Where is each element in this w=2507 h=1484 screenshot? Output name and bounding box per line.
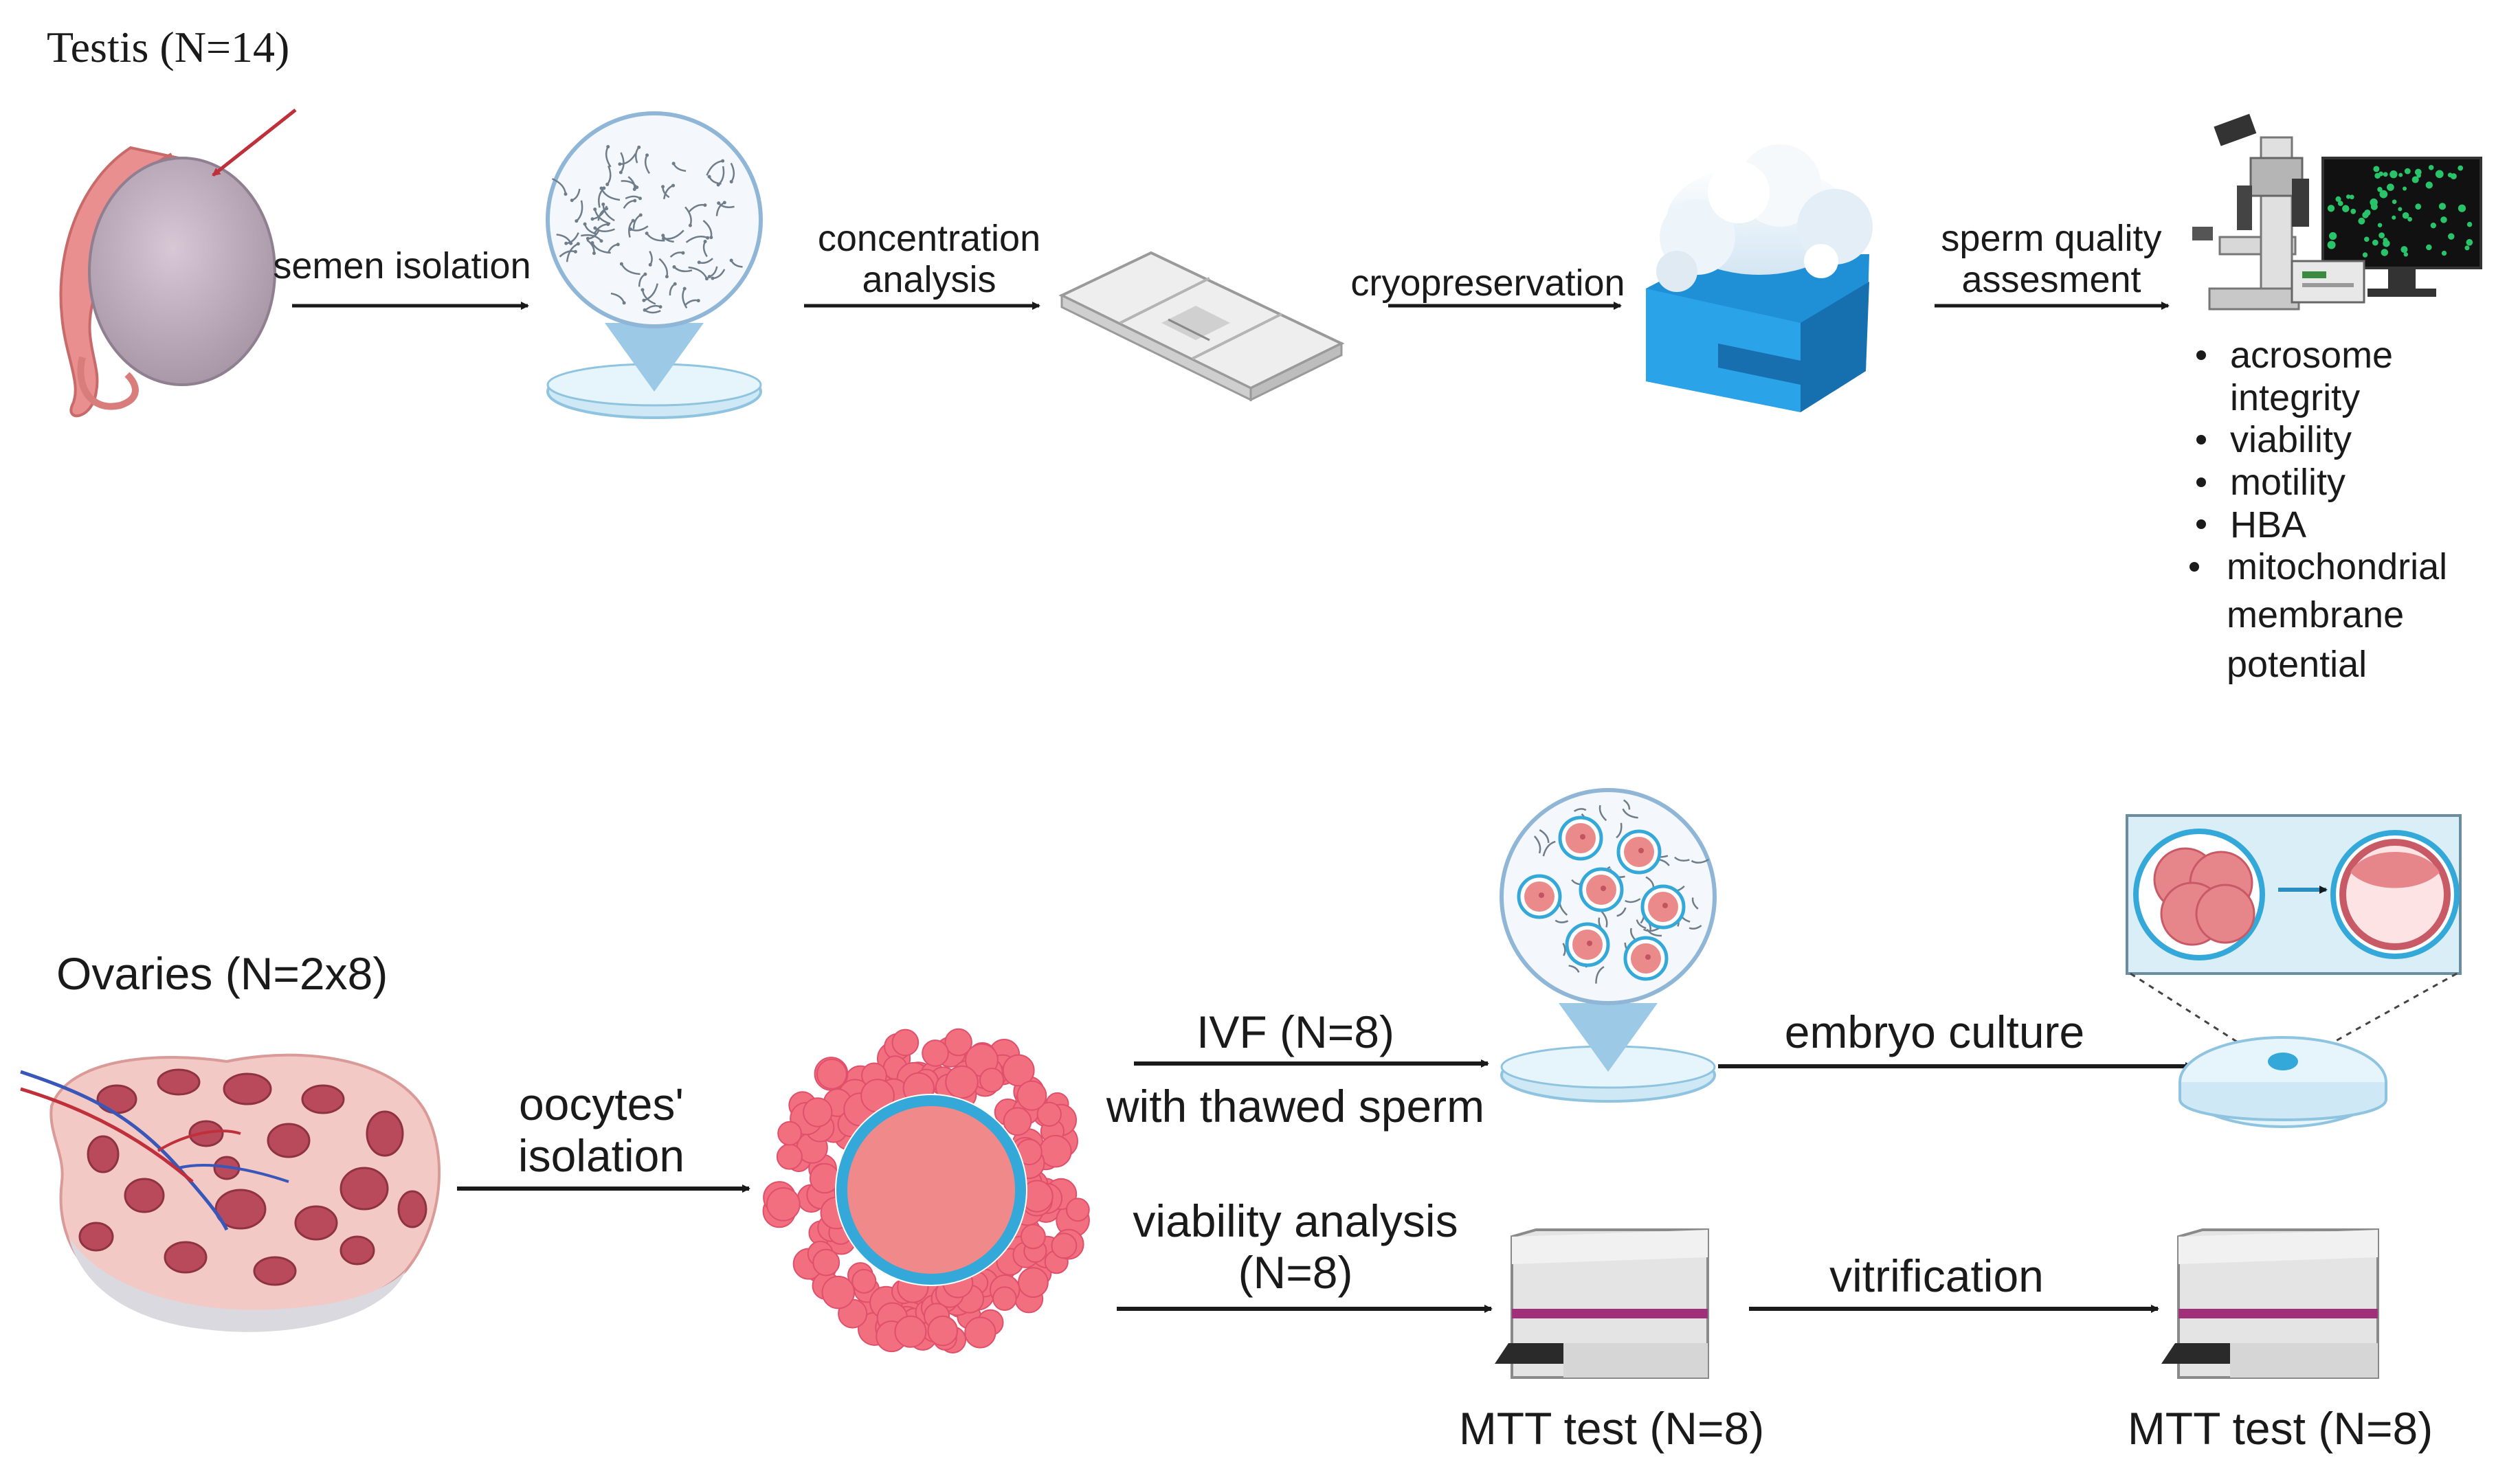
label-viability-analysis: viability analysis [1133, 1195, 1458, 1246]
monitor-icon [2291, 157, 2482, 304]
testis-icon [59, 109, 297, 418]
ice-block-icon [1646, 144, 1873, 412]
label-semen-isolation: semen isolation [273, 245, 531, 286]
ovaries-title: Ovaries (N=2x8) [56, 948, 388, 999]
ivf-dish-icon [1500, 788, 1717, 1103]
label-sperm-quality: sperm quality [1941, 218, 2161, 259]
assessment-list: acrosome integrity viability motility HB… [2190, 335, 2447, 685]
label-with-thawed-sperm: with thawed sperm [1106, 1081, 1484, 1132]
oocyte-icon [762, 1028, 1090, 1353]
assessment-mitochondrial: mitochondrial [2227, 546, 2447, 587]
plate-reader-icon [1495, 1228, 1709, 1379]
label-embryo-culture: embryo culture [1785, 1007, 2085, 1057]
label-mtt-1: MTT test (N=8) [1459, 1403, 1764, 1454]
plate-reader-icon-2 [2161, 1228, 2379, 1379]
sperm-dish-icon [546, 111, 763, 419]
label-ivf: IVF (N=8) [1196, 1007, 1394, 1057]
ovary-icon [20, 1053, 441, 1332]
label-isolation: isolation [518, 1130, 684, 1181]
label-cryopreservation: cryopreservation [1350, 262, 1625, 304]
assessment-membrane: membrane [2227, 594, 2404, 636]
label-vitrification: vitrification [1829, 1250, 2044, 1301]
embryo-culture-icon [2126, 814, 2462, 1128]
assessment-integrity: integrity [2230, 377, 2360, 418]
testis-title: Testis (N=14) [47, 23, 289, 71]
assessment-acrosome: acrosome [2230, 335, 2393, 376]
label-viability-n: (N=8) [1238, 1247, 1353, 1298]
label-analysis: analysis [862, 259, 996, 300]
assessment-motility: motility [2230, 462, 2346, 503]
assessment-potential: potential [2227, 644, 2367, 685]
assessment-hba: HBA [2230, 504, 2306, 546]
label-mtt-2: MTT test (N=8) [2128, 1403, 2433, 1454]
counting-slide-icon [1058, 251, 1345, 402]
microscope-icon [2192, 113, 2309, 311]
assessment-viability: viability [2230, 419, 2352, 460]
label-oocytes: oocytes' [519, 1079, 684, 1129]
label-assesment: assesment [1961, 259, 2141, 300]
label-concentration: concentration [818, 218, 1040, 259]
